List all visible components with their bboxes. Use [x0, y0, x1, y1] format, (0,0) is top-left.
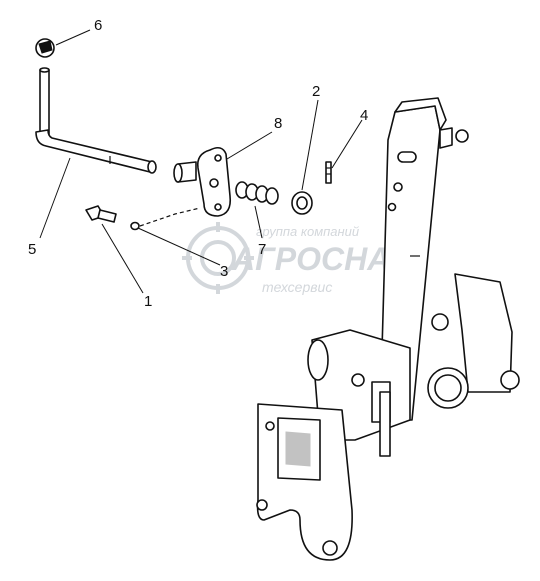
- leader-lines: [39, 29, 363, 294]
- part-2-washer: [291, 191, 313, 215]
- callout-3: 3: [220, 263, 228, 280]
- part-8-bracket: [173, 146, 232, 217]
- callout-4: 4: [360, 107, 368, 124]
- leader-3: [137, 227, 221, 266]
- watermark-gear-icon: [182, 222, 254, 294]
- part-1-bolt: [85, 205, 117, 223]
- leader-6: [55, 29, 91, 46]
- callout-5: 5: [28, 241, 36, 258]
- callout-2: 2: [312, 83, 320, 100]
- callout-1: 1: [144, 293, 152, 310]
- part-6-knob: [35, 38, 55, 58]
- leader-2: [301, 99, 319, 191]
- part-4-small-pin: [325, 161, 332, 184]
- part-7-spring: [235, 181, 279, 205]
- leader-4: [331, 119, 363, 169]
- watermark-tagline: группа компаний: [256, 224, 359, 239]
- watermark: группа компаний АГРОСНАБ техсервис: [182, 222, 413, 295]
- callout-6: 6: [94, 17, 102, 34]
- leader-1: [101, 223, 144, 294]
- callout-8: 8: [274, 115, 282, 132]
- callout-7: 7: [258, 241, 266, 258]
- leader-8: [221, 131, 273, 163]
- leader-7: [254, 205, 263, 239]
- watermark-subtitle: техсервис: [262, 279, 332, 295]
- callout-labels: 6 5 1 3 7 8 2 4: [28, 17, 368, 310]
- part-3-washer: [130, 207, 201, 231]
- leader-5: [39, 157, 71, 239]
- main-frame-assembly: [256, 97, 520, 561]
- part-5-pin: [35, 67, 157, 174]
- watermark-brand: АГРОСНАБ: [231, 241, 413, 277]
